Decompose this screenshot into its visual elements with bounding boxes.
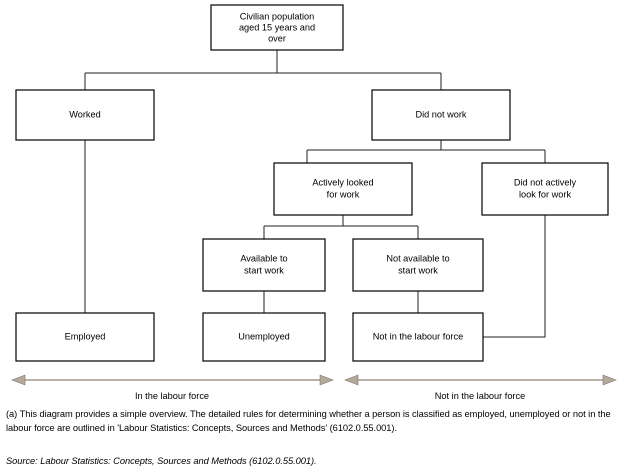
flowchart-svg: Civilian population aged 15 years and ov…: [11, 4, 617, 400]
node-not-in-labour-force-label: Not in the labour force: [373, 331, 463, 341]
node-available-label-line1: Available to: [240, 253, 287, 263]
node-civilian-population[interactable]: Civilian population aged 15 years and ov…: [210, 4, 344, 51]
node-did-not-actively-look-label-line1: Did not actively: [514, 177, 577, 187]
span-in-labour-force-label: In the labour force: [135, 391, 209, 400]
node-box: [15, 89, 155, 141]
node-box: [210, 4, 344, 51]
node-did-not-actively-look-for-work[interactable]: Did not actively look for work: [481, 162, 609, 216]
span-not-in-the-labour-force: Not in the labour force: [344, 374, 617, 400]
span-arrow-head-right-icon: [319, 374, 334, 386]
node-box: [202, 312, 326, 362]
node-civilian-population-label-line1: Civilian population: [240, 11, 315, 21]
connector-group: [84, 50, 546, 338]
node-civilian-population-label-line2: aged 15 years and: [239, 22, 315, 32]
node-not-available-to-start-work[interactable]: Not available to start work: [352, 238, 484, 292]
source-line: Source: Labour Statistics: Concepts, Sou…: [6, 456, 317, 466]
node-available-to-start-work[interactable]: Available to start work: [202, 238, 326, 292]
node-unemployed[interactable]: Unemployed: [202, 312, 326, 362]
node-box: [352, 238, 484, 292]
node-unemployed-label: Unemployed: [238, 331, 290, 341]
node-box: [481, 162, 609, 216]
node-box: [15, 312, 155, 362]
node-not-available-label-line2: start work: [398, 265, 438, 275]
node-did-not-actively-look-label-line2: look for work: [519, 189, 571, 199]
node-employed-label: Employed: [65, 331, 106, 341]
node-employed[interactable]: Employed: [15, 312, 155, 362]
node-actively-looked-for-work[interactable]: Actively looked for work: [273, 162, 413, 216]
span-arrow-head-left-icon: [11, 374, 26, 386]
span-arrow-head-left-icon: [344, 374, 359, 386]
node-available-label-line2: start work: [244, 265, 284, 275]
span-arrow-head-right-icon: [602, 374, 617, 386]
node-not-available-label-line1: Not available to: [386, 253, 449, 263]
node-civilian-population-label-line3: over: [268, 33, 286, 43]
node-worked[interactable]: Worked: [15, 89, 155, 141]
node-not-in-the-labour-force[interactable]: Not in the labour force: [352, 312, 484, 362]
span-in-the-labour-force: In the labour force: [11, 374, 334, 400]
node-box: [202, 238, 326, 292]
node-actively-looked-label-line2: for work: [327, 189, 360, 199]
node-actively-looked-label-line1: Actively looked: [312, 177, 373, 187]
node-box: [371, 89, 511, 141]
footnotes-area: (a) This diagram provides a simple overv…: [6, 408, 618, 466]
span-not-in-labour-force-label: Not in the labour force: [435, 391, 525, 400]
node-worked-label: Worked: [69, 109, 101, 119]
node-did-not-work[interactable]: Did not work: [371, 89, 511, 141]
footnote-a: (a) This diagram provides a simple overv…: [6, 409, 611, 433]
node-box: [273, 162, 413, 216]
node-did-not-work-label: Did not work: [415, 109, 466, 119]
connector-didnotlook-to-nilf: [483, 215, 546, 338]
node-box: [352, 312, 484, 362]
